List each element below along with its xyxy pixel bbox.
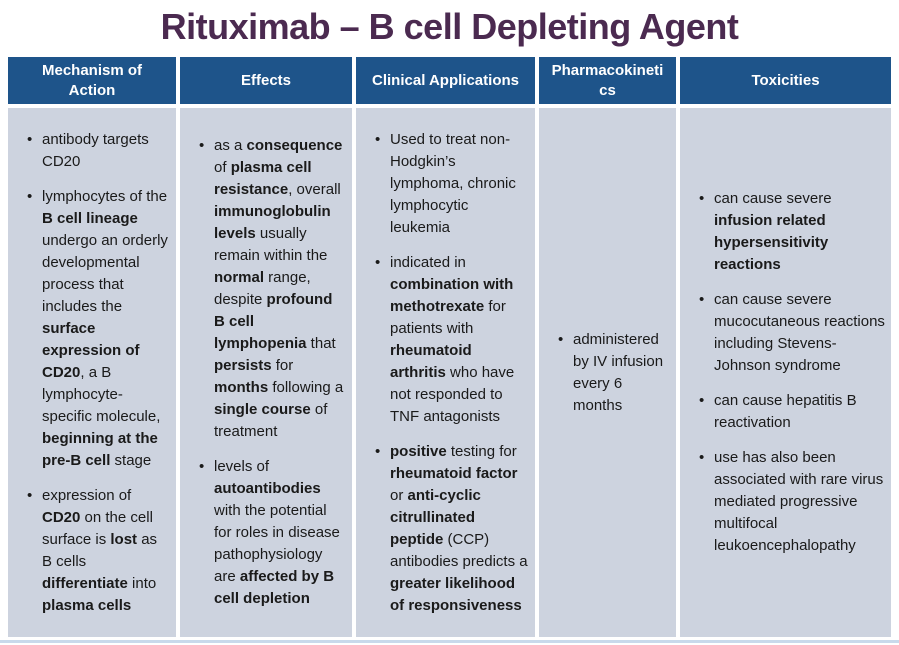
column-header-line: Mechanism of [41, 61, 143, 79]
text-segment: with the potential for roles in disease … [214, 502, 340, 585]
text-segment: (CCP) antibodies predicts a [390, 530, 528, 570]
text-segment-bold: immunoglobulin levels [214, 203, 331, 242]
text-segment: can cause severe [714, 190, 832, 207]
text-segment-bold: normal [214, 269, 265, 286]
text-segment: can cause hepatitis B reactivation [714, 392, 857, 431]
text-segment: following a [268, 379, 344, 396]
text-segment: range, despite [214, 269, 311, 308]
bullet-item: use has also been associated with rare v… [696, 447, 885, 557]
drug-table: Mechanism of Action Effects Clinical Applic… [8, 57, 891, 637]
column-cell-effects: as a consequence of plasma cell resistan… [180, 108, 352, 637]
text-segment-bold: autoantibodies [214, 480, 321, 497]
text-segment: for patients with [390, 297, 506, 337]
text-segment: administered by IV infusion every 6 mont… [573, 330, 664, 414]
text-segment-bold: CD20 [42, 508, 81, 526]
text-segment: usually remain within the [214, 225, 328, 264]
text-segment: as B cells [42, 530, 158, 570]
text-segment: for [271, 357, 294, 374]
bullet-list-effects: as a consequence of plasma cell resistan… [188, 135, 346, 610]
bottom-border-line [0, 640, 899, 643]
text-segment-bold: rheumatoid arthritis [390, 341, 472, 381]
text-segment: who have not responded to TNF antagonist… [390, 363, 515, 425]
column-header-line: Clinical Applications [372, 71, 519, 89]
text-segment-bold: infusion related hypersensitivity reacti… [714, 212, 829, 273]
text-segment-bold: anti-cyclic citrullinated peptide [390, 486, 481, 548]
text-segment: indicated in [390, 253, 466, 271]
text-segment-bold: beginning at the pre-B cell [42, 429, 158, 469]
bullet-item: Used to treat non-Hodgkin’s lymphoma, ch… [372, 129, 529, 239]
text-segment: expression of [42, 486, 132, 504]
text-segment-bold: single course [214, 401, 311, 418]
text-segment-bold: plasma cells [42, 596, 132, 614]
column-header-line: Toxicities [751, 71, 820, 89]
column-header-toxicities: Toxicities [680, 57, 891, 104]
bullet-list-clinical-applications: Used to treat non-Hodgkin’s lymphoma, ch… [364, 129, 529, 617]
text-segment: that [306, 335, 336, 352]
bullet-list-mechanism-of-action: antibody targets CD20 lymphocytes of the … [16, 129, 170, 617]
text-segment-bold: greater likelihood of responsiveness [390, 574, 522, 614]
text-segment: of [214, 159, 231, 176]
column-header-line: Pharmacokineti [551, 61, 664, 79]
bullet-item: indicated in combination with methotrexa… [372, 252, 529, 428]
bullet-item: can cause hepatitis B reactivation [696, 390, 885, 434]
text-segment: testing for [446, 442, 517, 460]
text-segment: Used to treat non-Hodgkin’s lymphoma, ch… [390, 130, 516, 236]
bullet-item: positive testing for rheumatoid factor o… [372, 441, 529, 617]
text-segment-bold: lost [110, 530, 138, 548]
text-segment: antibody targets CD20 [42, 130, 149, 170]
text-segment: levels of [214, 458, 270, 475]
bullet-item: antibody targets CD20 [24, 129, 170, 173]
bullet-item: lymphocytes of the B cell lineage underg… [24, 186, 170, 472]
column-cell-pharmacokinetics: administered by IV infusion every 6 mont… [539, 108, 676, 637]
text-segment: undergo an orderly developmental process… [42, 231, 168, 315]
column-cell-toxicities: can cause severe infusion related hypers… [680, 108, 891, 637]
column-header-line: Effects [240, 71, 292, 89]
column-cell-clinical-applications: Used to treat non-Hodgkin’s lymphoma, ch… [356, 108, 535, 637]
bullet-item: can cause severe infusion related hypers… [696, 188, 885, 276]
bullet-list-toxicities: can cause severe infusion related hypers… [688, 188, 885, 557]
text-segment: can cause severe mucocutaneous reactions… [714, 291, 885, 374]
column-cell-mechanism-of-action: antibody targets CD20 lymphocytes of the … [8, 108, 176, 637]
column-header-line: cs [599, 81, 616, 99]
bullet-item: levels of autoantibodies with the potent… [196, 456, 346, 610]
text-segment-bold: consequence [246, 137, 343, 154]
text-segment-bold: months [214, 379, 269, 396]
text-segment-bold: surface expression of CD20 [42, 319, 140, 381]
text-segment: into [127, 574, 157, 592]
column-header-mechanism-of-action: Mechanism of Action [8, 57, 176, 104]
text-segment: lymphocytes of the [42, 187, 168, 205]
bullet-item: as a consequence of plasma cell resistan… [196, 135, 346, 443]
text-segment-bold: B cell lineage [42, 209, 138, 227]
text-segment-bold: plasma cell resistance [214, 159, 312, 198]
column-header-clinical-applications: Clinical Applications [356, 57, 535, 104]
page-title: Rituximab – B cell Depleting Agent [160, 6, 739, 47]
text-segment: of treatment [214, 401, 328, 440]
text-segment: use has also been associated with rare v… [714, 449, 884, 554]
bullet-list-pharmacokinetics: administered by IV infusion every 6 mont… [547, 329, 670, 417]
column-header-effects: Effects [180, 57, 352, 104]
text-segment-bold: profound B cell lymphopenia [214, 291, 333, 352]
text-segment-bold: rheumatoid factor [390, 464, 518, 482]
text-segment: as a [214, 137, 247, 154]
bullet-item: expression of CD20 on the cell surface i… [24, 485, 170, 617]
column-header-line: Action [68, 81, 116, 99]
text-segment: on the cell surface is [42, 508, 153, 548]
bullet-item: can cause severe mucocutaneous reactions… [696, 289, 885, 377]
text-segment: , a B lymphocyte-specific molecule, [42, 363, 161, 425]
column-header-pharmacokinetics: Pharmacokineti cs [539, 57, 676, 104]
text-segment-bold: persists [214, 357, 272, 374]
text-segment: stage [110, 451, 152, 469]
text-segment-bold: affected by B cell depletion [214, 568, 335, 607]
text-segment-bold: combination with methotrexate [390, 275, 514, 315]
text-segment-bold: positive [390, 442, 447, 460]
text-segment-bold: differentiate [42, 574, 128, 592]
text-segment: , overall [288, 181, 341, 198]
text-segment: or [390, 486, 408, 504]
bullet-item: administered by IV infusion every 6 mont… [555, 329, 670, 417]
